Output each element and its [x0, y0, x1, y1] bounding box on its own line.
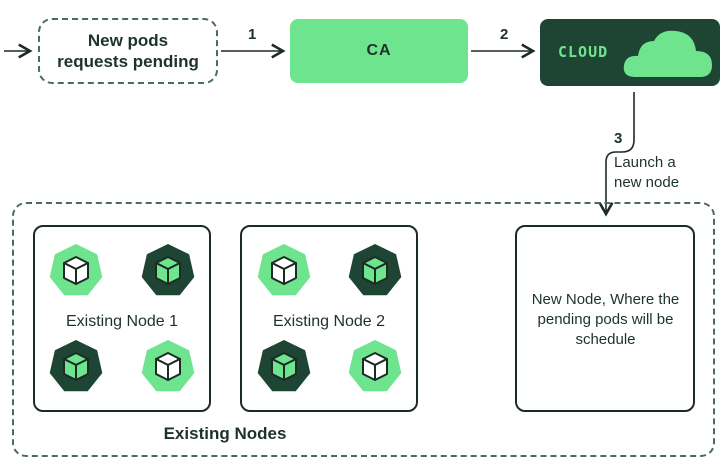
pending-line-1: New pods: [87, 31, 169, 50]
pod-dark-icon: [257, 340, 311, 392]
existing-nodes-cluster: [12, 202, 715, 457]
step-1-label: 1: [248, 26, 257, 43]
pod-dark-icon: [348, 244, 402, 296]
pod-light-icon: [49, 244, 103, 296]
existing-nodes-label: Existing Nodes: [163, 424, 287, 443]
pending-line-2: requests pending: [57, 52, 199, 71]
node-2-title: Existing Node 2: [272, 313, 386, 330]
cloud-provider-box: CLOUD: [540, 19, 720, 86]
new-node-box: [515, 225, 695, 412]
pod-light-icon: [141, 340, 195, 392]
cloud-label: CLOUD: [558, 43, 609, 61]
arrow-step-3: [598, 92, 635, 217]
ca-label: CA: [366, 42, 392, 59]
step-3-label: 3: [614, 130, 623, 147]
step-2-label: 2: [500, 26, 509, 43]
pod-light-icon: [257, 244, 311, 296]
cluster-autoscaler-box: CA: [290, 19, 468, 83]
node-1-title: Existing Node 1: [65, 313, 179, 330]
cloud-icon: [623, 30, 712, 77]
new-node-text: New Node, Where the pending pods will be…: [531, 291, 680, 348]
pod-light-icon: [348, 340, 402, 392]
launch-line-2: new node: [614, 174, 680, 191]
launch-line-1: Launch a: [614, 154, 676, 171]
launch-node-text: Launch a new node: [614, 153, 679, 193]
pod-dark-icon: [49, 340, 103, 392]
pod-dark-icon: [141, 244, 195, 296]
pending-pods-box: New pods requests pending: [38, 18, 218, 84]
